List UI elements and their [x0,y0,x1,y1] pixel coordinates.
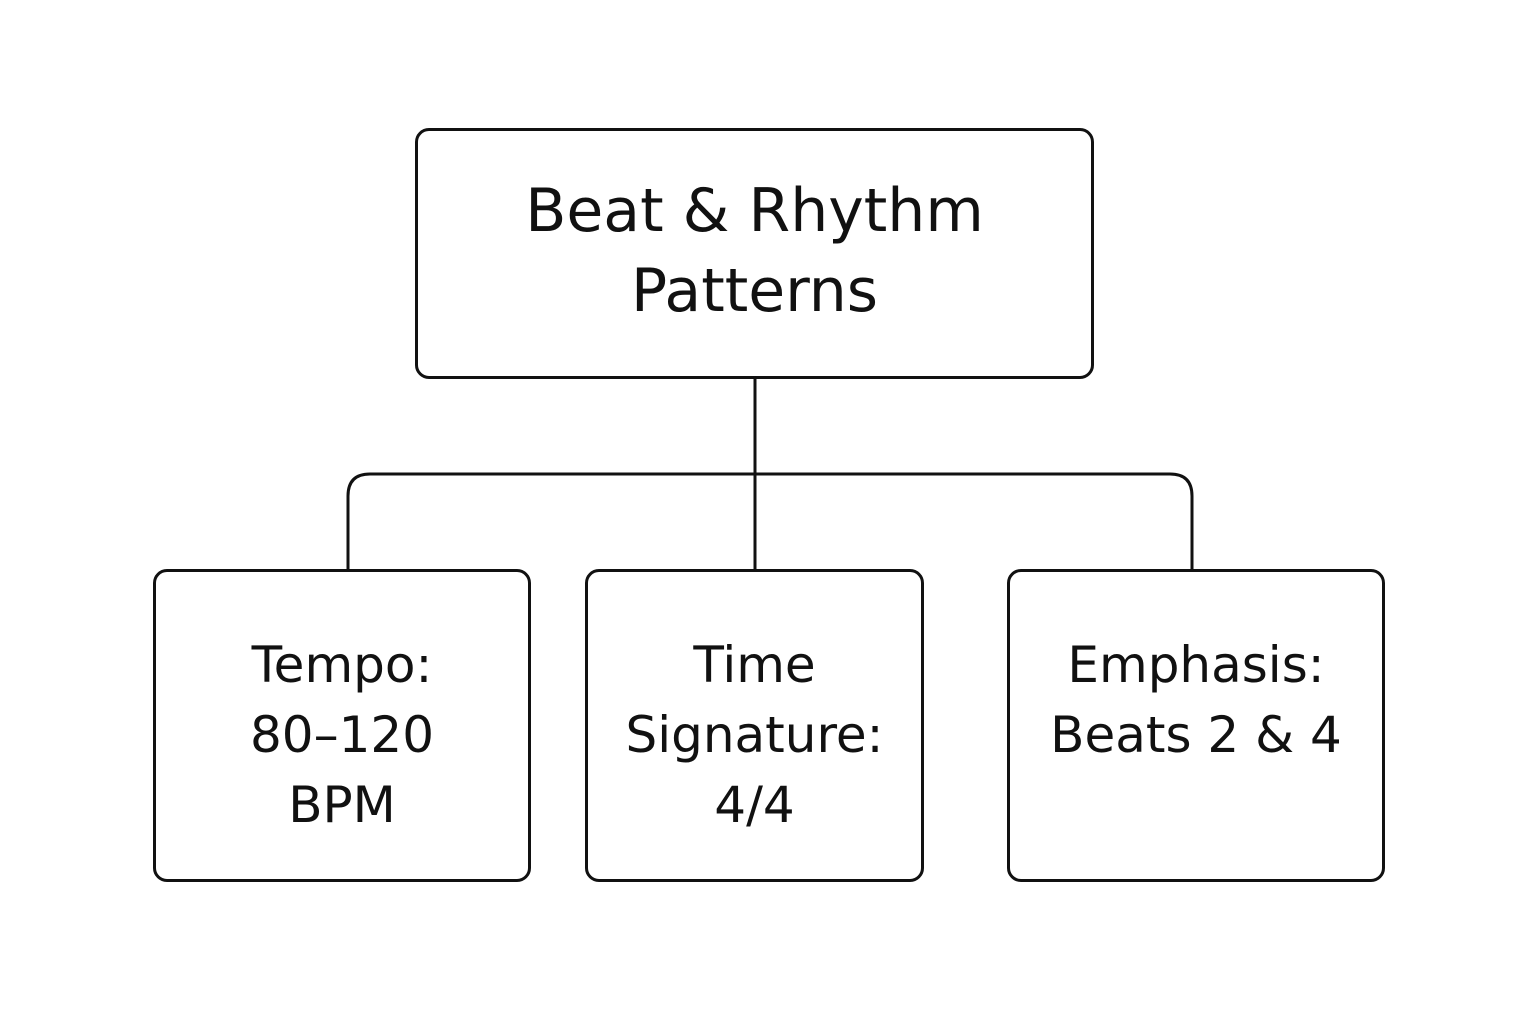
tempo-line-2: 80–120 [249,706,435,764]
emphasis-line-2: Beats 2 & 4 [1050,706,1342,764]
time-signature-line-1: Time [693,636,816,694]
root-node-beat-rhythm-patterns: Beat & Rhythm Patterns [415,128,1094,379]
time-signature-line-3: 4/4 [714,776,795,834]
child-node-emphasis: Emphasis: Beats 2 & 4 [1007,569,1385,882]
root-node-line-2: Patterns [630,255,879,326]
tempo-line-1: Tempo: [251,636,433,694]
connector-branch-bar [346,472,1194,569]
child-node-time-signature: Time Signature: 4/4 [585,569,924,882]
time-signature-line-2: Signature: [625,706,884,764]
emphasis-line-1: Emphasis: [1067,636,1325,694]
root-node-line-1: Beat & Rhythm [525,175,984,246]
child-node-tempo: Tempo: 80–120 BPM [153,569,531,882]
tempo-line-3: BPM [288,776,396,834]
